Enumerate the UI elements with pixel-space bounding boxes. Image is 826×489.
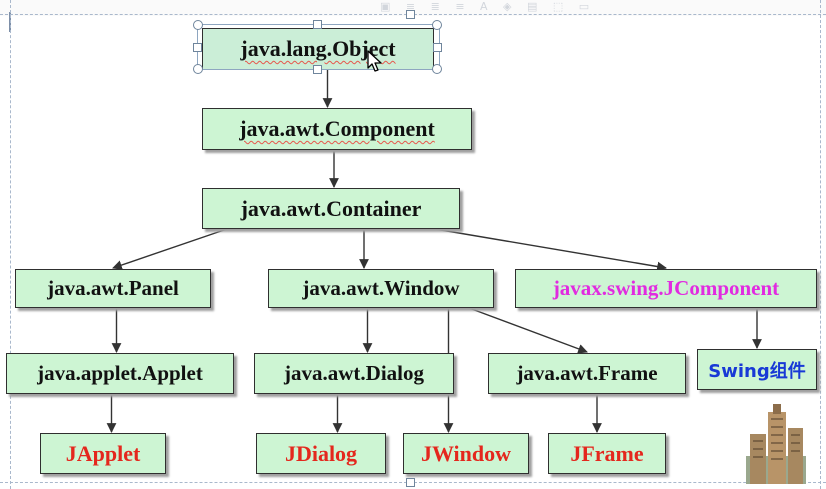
node-label: JFrame bbox=[570, 440, 644, 466]
node-javax-swing-jcomponent[interactable]: javax.swing.JComponent bbox=[515, 269, 817, 308]
node-java-awt-window[interactable]: java.awt.Window bbox=[268, 269, 494, 308]
resize-handle-n[interactable] bbox=[313, 20, 322, 29]
node-label: java.awt.Frame bbox=[516, 361, 658, 385]
toolbar-ghost: ▣ ≡ ≣ ≡ A ◈ ▤ ⬚ ▭ bbox=[0, 0, 826, 16]
node-java-awt-frame[interactable]: java.awt.Frame bbox=[488, 353, 686, 394]
node-label: Swing组件 bbox=[708, 360, 806, 382]
node-java-awt-container[interactable]: java.awt.Container bbox=[202, 188, 460, 229]
slide-handle-top[interactable] bbox=[406, 10, 415, 19]
node-label: JDialog bbox=[284, 440, 358, 466]
resize-handle-sw[interactable] bbox=[193, 64, 203, 74]
node-label: java.awt.Dialog bbox=[284, 361, 424, 385]
building-image bbox=[746, 404, 806, 484]
node-java-awt-panel[interactable]: java.awt.Panel bbox=[15, 269, 211, 308]
node-java-awt-dialog[interactable]: java.awt.Dialog bbox=[254, 353, 454, 394]
arrow-container-to-panel bbox=[112, 228, 228, 270]
arrow-window-to-frame bbox=[468, 307, 588, 354]
node-jwindow[interactable]: JWindow bbox=[403, 433, 529, 474]
node-label: java.awt.Panel bbox=[47, 276, 179, 300]
mouse-cursor-icon bbox=[367, 50, 382, 72]
node-japplet[interactable]: JApplet bbox=[40, 433, 166, 474]
node-label: java.applet.Applet bbox=[37, 361, 203, 385]
guide-right bbox=[820, 0, 821, 489]
node-label: JApplet bbox=[65, 440, 141, 466]
resize-handle-s[interactable] bbox=[313, 65, 322, 74]
resize-handle-nw[interactable] bbox=[193, 20, 203, 30]
slide-handle-bottom[interactable] bbox=[406, 478, 415, 487]
node-label: java.awt.Window bbox=[302, 276, 460, 300]
resize-handle-w[interactable] bbox=[193, 43, 202, 52]
node-label: JWindow bbox=[420, 440, 512, 466]
resize-handle-se[interactable] bbox=[432, 64, 442, 74]
node-java-applet-applet[interactable]: java.applet.Applet bbox=[6, 353, 234, 394]
arrow-container-to-jcomponent bbox=[434, 228, 667, 272]
node-label: java.awt.Container bbox=[240, 195, 422, 221]
node-jdialog[interactable]: JDialog bbox=[256, 433, 386, 474]
resize-handle-e[interactable] bbox=[433, 43, 442, 52]
toolbar-ghost-icons: ▣ ≡ ≣ ≡ A ◈ ▤ ⬚ ▭ bbox=[380, 0, 596, 13]
node-label: javax.swing.JComponent bbox=[552, 276, 780, 300]
resize-handle-ne[interactable] bbox=[432, 20, 442, 30]
node-java-lang-object[interactable]: java.lang.Object bbox=[202, 28, 434, 70]
node-label: java.awt.Component bbox=[239, 116, 435, 141]
node-swing-components[interactable]: Swing组件 bbox=[697, 349, 817, 390]
guide-left bbox=[10, 0, 11, 489]
node-jframe[interactable]: JFrame bbox=[548, 433, 666, 474]
node-java-awt-component[interactable]: java.awt.Component bbox=[202, 108, 472, 150]
